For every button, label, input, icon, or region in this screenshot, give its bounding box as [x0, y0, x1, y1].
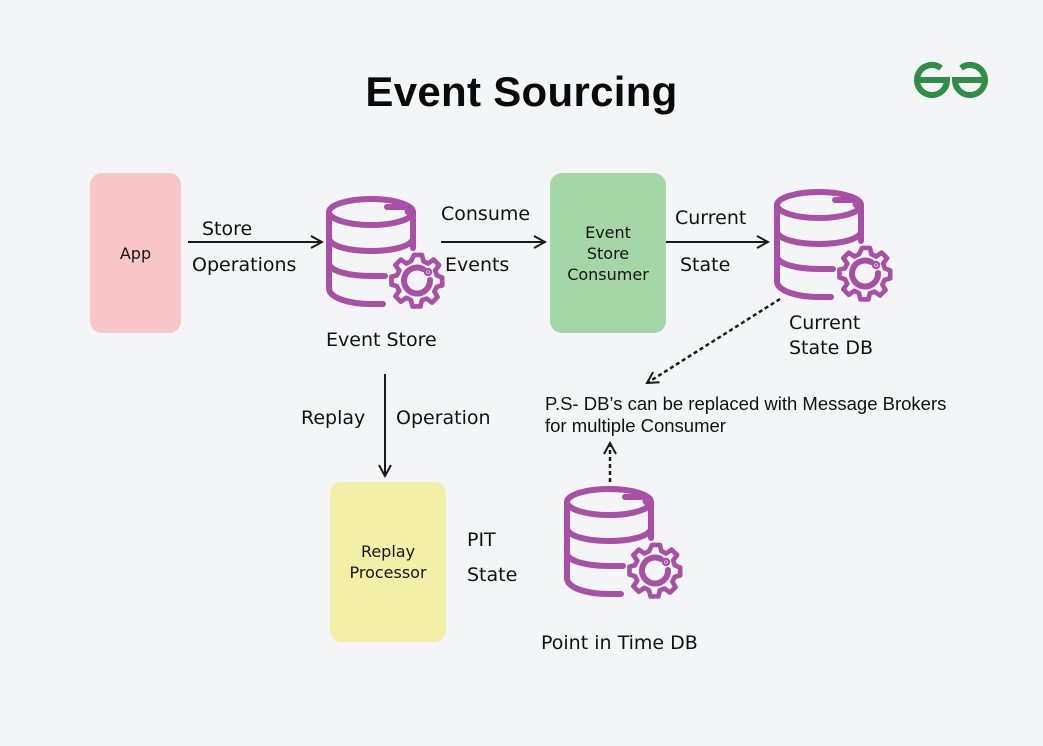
edge-label-current: Current [675, 207, 747, 229]
consumer-label-line: Event [585, 222, 631, 242]
replay-label-line: Processor [349, 563, 427, 582]
app-box: App [90, 173, 181, 333]
ps-note-line: P.S- DB’s can be replaced with Message B… [545, 393, 947, 414]
event-store-label: Event Store [326, 329, 437, 351]
diagram-title: Event Sourcing [365, 68, 678, 115]
edge-label-pit: PIT [467, 529, 496, 551]
edge-label-operation: Operation [396, 407, 491, 429]
consumer-label-line: Store [586, 243, 630, 263]
edge-label-state: State [680, 254, 731, 276]
current-state-db-label: Current State DB [789, 311, 873, 361]
edge-label-pit-state: State [467, 564, 518, 586]
edge-label-consume: Consume [441, 203, 531, 225]
current-state-db-to-note-dashed-arrow [647, 297, 781, 383]
replay-processor-box: Replay Processor [330, 482, 446, 642]
edge-label-operations: Operations [192, 254, 297, 276]
consumer-label-line: Consumer [567, 264, 649, 284]
geeksforgeeks-logo-icon [914, 62, 988, 98]
current-state-db-label-line: Current [789, 312, 861, 334]
ps-note: P.S- DB’s can be replaced with Message B… [545, 393, 946, 437]
edge-label-events: Events [445, 254, 510, 276]
current-state-db-label-line: State DB [789, 337, 873, 359]
replay-label-line: Replay [360, 542, 416, 561]
ps-note-line: for multiple Consumer [545, 415, 726, 436]
edge-label-replay: Replay [301, 407, 366, 429]
app-label: App [119, 243, 152, 263]
point-in-time-db-label: Point in Time DB [541, 632, 698, 654]
event-store-consumer-box: Event Store Consumer [550, 173, 666, 333]
edge-label-store: Store [202, 218, 253, 240]
